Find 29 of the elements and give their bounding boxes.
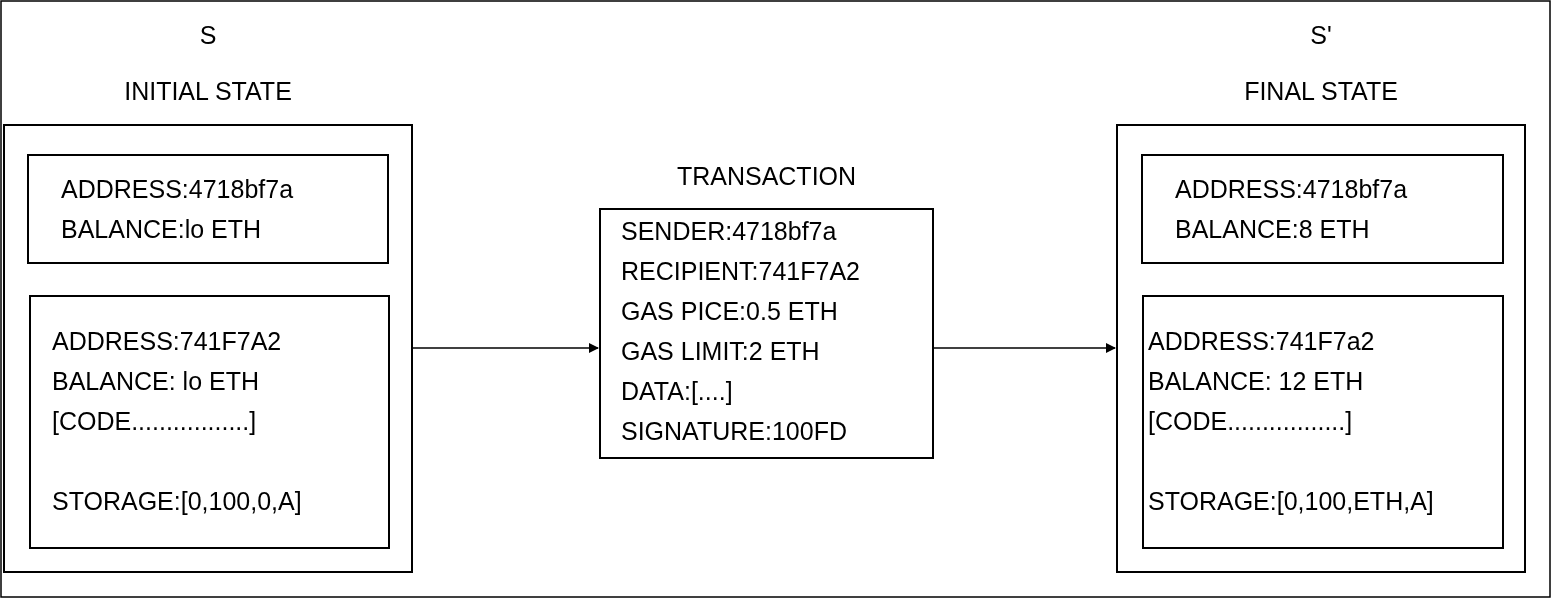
field-text: ADDRESS:741F7a2 — [1148, 326, 1375, 356]
state-heading: FINAL STATE — [1243, 76, 1399, 106]
arrow — [933, 343, 1116, 353]
account-box — [27, 154, 389, 264]
field-text: BALANCE:lo ETH — [61, 214, 262, 244]
field-text: SENDER:4718bf7a — [621, 216, 837, 246]
contract-account-box — [1142, 295, 1504, 549]
field-text: GAS PICE:0.5 ETH — [621, 296, 838, 326]
field-text: [CODE.................] — [52, 406, 257, 436]
account-box — [1141, 154, 1504, 264]
contract-account-box — [29, 295, 390, 549]
field-text: ADDRESS:4718bf7a — [61, 174, 294, 204]
field-text: DATA:[....] — [621, 376, 733, 406]
field-text: BALANCE: lo ETH — [52, 366, 259, 396]
field-text: ADDRESS:741F7A2 — [52, 326, 282, 356]
transaction-heading: TRANSACTION — [675, 161, 858, 191]
arrow — [412, 343, 599, 353]
field-text: BALANCE:8 ETH — [1175, 214, 1370, 244]
field-text: BALANCE: 12 ETH — [1148, 366, 1364, 396]
field-text: STORAGE:[0,100,ETH,A] — [1148, 486, 1434, 516]
field-text: STORAGE:[0,100,0,A] — [52, 486, 302, 516]
field-text: ADDRESS:4718bf7a — [1175, 174, 1408, 204]
state-symbol: S' — [1309, 20, 1333, 50]
field-text: RECIPIENT:741F7A2 — [621, 256, 860, 286]
field-text: [CODE.................] — [1148, 406, 1353, 436]
state-heading: INITIAL STATE — [123, 76, 293, 106]
field-text: SIGNATURE:100FD — [621, 416, 847, 446]
field-text: GAS LIMIT:2 ETH — [621, 336, 820, 366]
state-symbol: S — [198, 20, 218, 50]
